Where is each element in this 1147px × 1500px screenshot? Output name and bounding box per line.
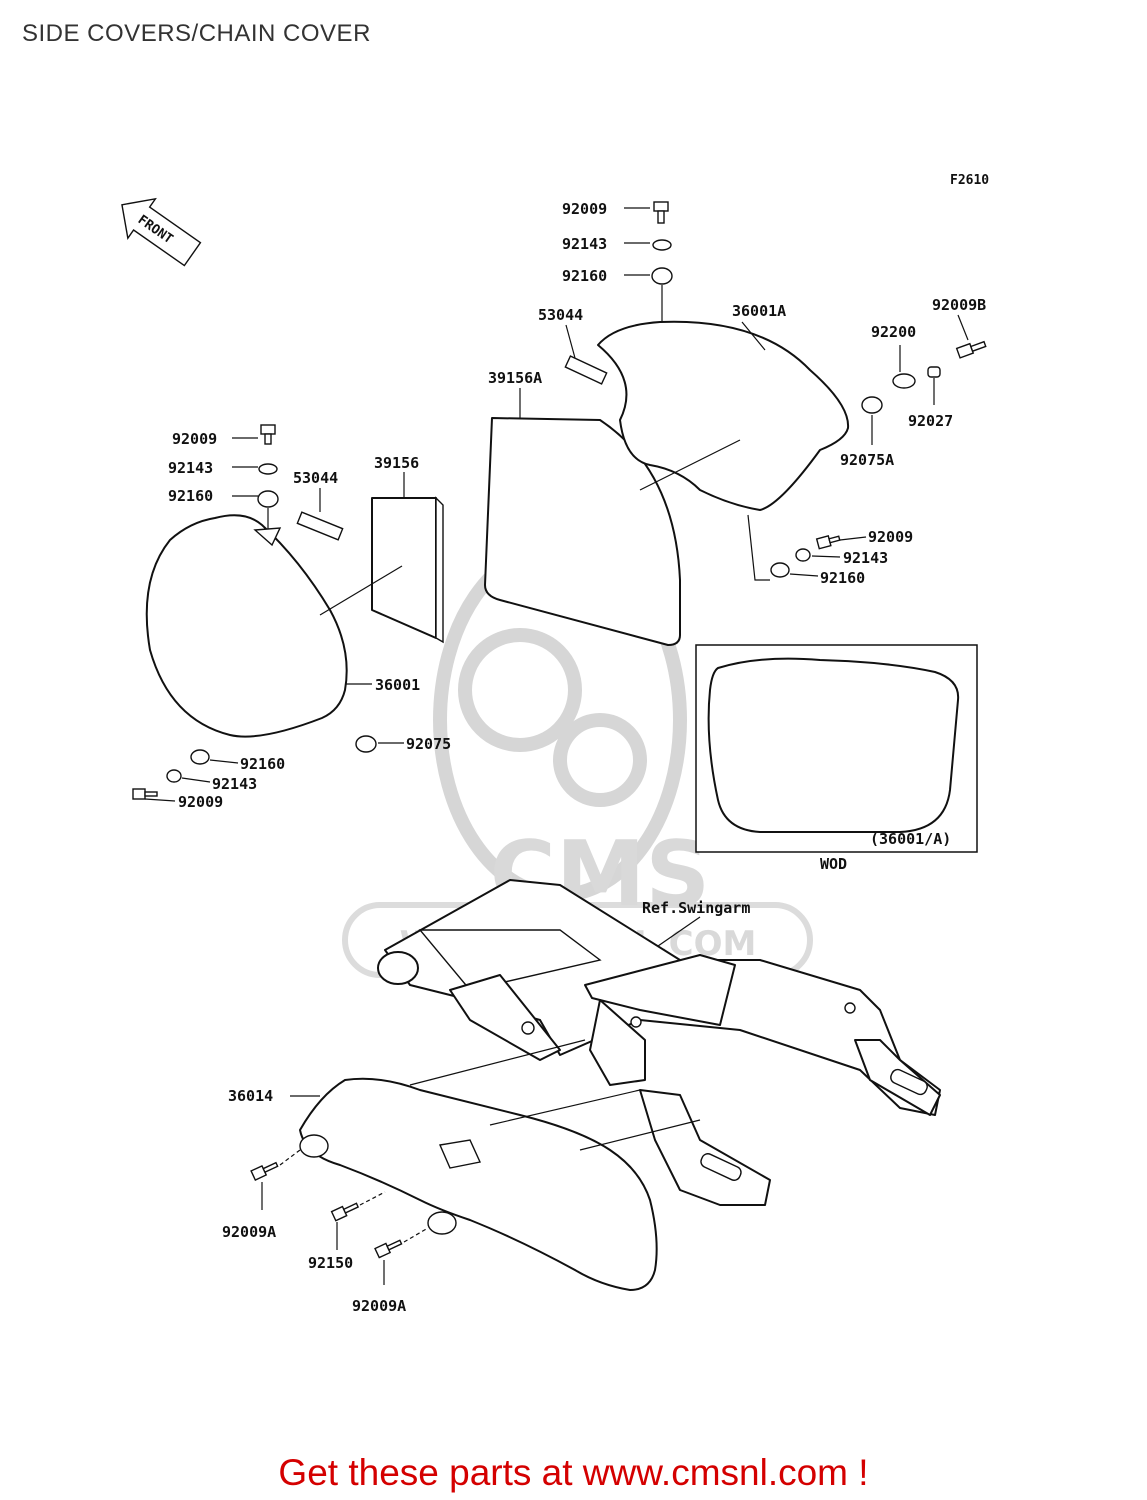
callout-92009A-1: 92009A (222, 1223, 276, 1241)
filter-element-left (371, 496, 444, 644)
callout-92150: 92150 (308, 1254, 353, 1272)
bolt-icon (132, 788, 158, 800)
grommet-icon (257, 490, 279, 508)
callout-92143-left: 92143 (168, 459, 213, 477)
callout-92075: 92075 (406, 735, 451, 753)
callout-92160-top: 92160 (562, 267, 607, 285)
callout-92200: 92200 (871, 323, 916, 341)
grommet-icon (770, 562, 790, 578)
callout-92009A-2: 92009A (352, 1297, 406, 1315)
grommet-icon (861, 396, 883, 414)
bolt-icon (653, 201, 669, 224)
sleeve-icon (296, 511, 344, 541)
cover-boss (299, 1134, 329, 1158)
page-title: SIDE COVERS/CHAIN COVER (22, 20, 371, 47)
washer-icon (258, 463, 278, 475)
callout-92143-right-lower: 92143 (843, 549, 888, 567)
cover-boss (427, 1211, 457, 1235)
cover-vent (439, 1139, 482, 1169)
washer-icon (892, 373, 916, 389)
side-cover-right (597, 320, 850, 511)
chain-cover (299, 1077, 658, 1291)
callout-92143-top: 92143 (562, 235, 607, 253)
cover-mount-tab (253, 527, 282, 547)
callout-92009B: 92009B (932, 296, 986, 314)
collar-icon (927, 366, 941, 378)
callout-53044-right: 53044 (538, 306, 583, 324)
callout-39156: 39156 (374, 454, 419, 472)
side-cover-left (145, 514, 348, 738)
bolt-icon (955, 340, 987, 359)
callout-36014: 36014 (228, 1087, 273, 1105)
swingarm-reference (377, 879, 941, 1206)
callout-92160-right-lower: 92160 (820, 569, 865, 587)
callout-36001: 36001 (375, 676, 420, 694)
callout-92160-left-lower: 92160 (240, 755, 285, 773)
callout-36001A: 36001A (732, 302, 786, 320)
grommet-icon (651, 267, 673, 285)
grommet-icon (355, 735, 377, 753)
callout-53044-left: 53044 (293, 469, 338, 487)
front-arrow-icon: FRONT (121, 197, 202, 267)
washer-icon (652, 239, 672, 251)
variant-box: (36001/A) (695, 644, 978, 853)
bolt-icon (815, 535, 841, 550)
bolt-icon (330, 1202, 360, 1222)
bolt-icon (374, 1239, 403, 1259)
bolt-icon (250, 1161, 279, 1181)
washer-icon (795, 548, 811, 562)
callout-92009-left-lower: 92009 (178, 793, 223, 811)
grommet-icon (190, 749, 210, 765)
callout-92027: 92027 (908, 412, 953, 430)
washer-icon (166, 769, 182, 783)
callout-39156A: 39156A (488, 369, 542, 387)
figure-code: F2610 (950, 173, 989, 188)
variant-caption: WOD (820, 855, 847, 873)
callout-92075A: 92075A (840, 451, 894, 469)
variant-label: (36001/A) (870, 830, 951, 848)
callout-92143-left-lower: 92143 (212, 775, 257, 793)
bolt-icon (260, 424, 276, 445)
callout-92009-right-lower: 92009 (868, 528, 913, 546)
variant-side-cover (707, 657, 960, 833)
callout-92160-left: 92160 (168, 487, 213, 505)
sleeve-icon (564, 355, 608, 385)
callout-92009-top: 92009 (562, 200, 607, 218)
footer-link[interactable]: Get these parts at www.cmsnl.com ! (278, 1452, 869, 1493)
ref-swingarm-label: Ref.Swingarm (642, 899, 750, 917)
parts-diagram: CMS WWW.CMSNL.COM F2610 FRONT 92009 9214… (121, 173, 989, 1315)
callout-92009-left: 92009 (172, 430, 217, 448)
